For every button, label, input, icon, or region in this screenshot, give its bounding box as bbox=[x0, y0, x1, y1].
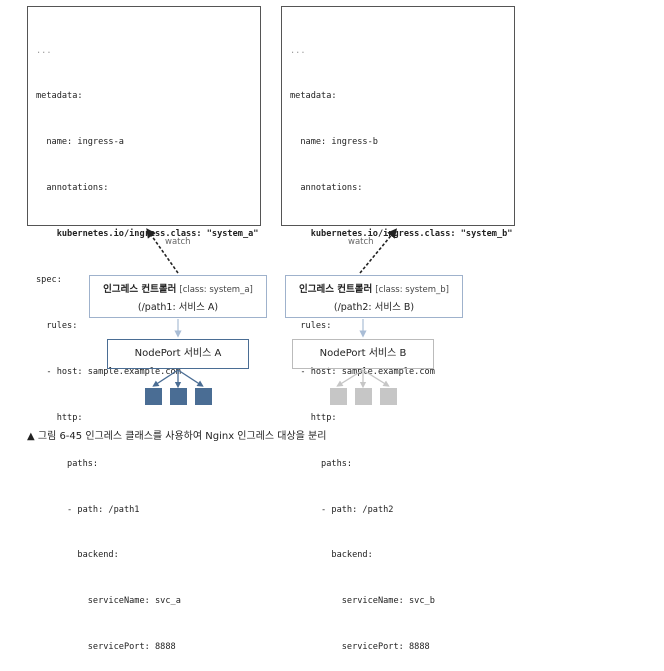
manifest-line: metadata: bbox=[290, 91, 337, 102]
watch-label-right: watch bbox=[348, 237, 374, 247]
nodeport-to-pod-a1 bbox=[152, 369, 179, 387]
manifest-line: ... bbox=[36, 45, 52, 56]
manifest-line: http: bbox=[36, 412, 83, 423]
watch-arrow-left bbox=[146, 228, 179, 274]
manifest-line: serviceName: svc_a bbox=[36, 596, 181, 607]
manifest-line: rules: bbox=[36, 320, 78, 331]
manifest-line: - path: /path2 bbox=[290, 504, 394, 515]
manifest-line-ingress-class: kubernetes.io/ingress.class: "system_a" bbox=[36, 229, 259, 240]
manifest-line: name: ingress-a bbox=[36, 137, 124, 148]
pod-a-1 bbox=[145, 388, 162, 405]
nodeport-to-pod-b3 bbox=[362, 369, 390, 387]
nodeport-service-b: NodePort 서비스 B bbox=[292, 339, 434, 369]
ingress-controller-b: 인그레스 컨트롤러 [class: system_b] (/path2: 서비스… bbox=[285, 275, 463, 318]
manifest-line: rules: bbox=[290, 320, 332, 331]
manifest-line: annotations: bbox=[36, 183, 109, 194]
controller-title-row: 인그레스 컨트롤러 [class: system_a] bbox=[90, 281, 266, 295]
manifest-line: - path: /path1 bbox=[36, 504, 140, 515]
manifest-line: backend: bbox=[290, 550, 373, 561]
figure-caption: ▲ 그림 6-45 인그레스 클래스를 사용하여 Nginx 인그레스 대상을 … bbox=[27, 431, 327, 442]
pod-b-1 bbox=[330, 388, 347, 405]
controller-title: 인그레스 컨트롤러 bbox=[299, 284, 373, 295]
manifest-line: ... bbox=[290, 45, 306, 56]
manifest-line: annotations: bbox=[290, 183, 363, 194]
controller-class-label: [class: system_b] bbox=[375, 285, 449, 295]
manifest-line: http: bbox=[290, 412, 337, 423]
controller-route: (/path1: 서비스 A) bbox=[137, 302, 219, 313]
watch-arrow-right bbox=[359, 228, 398, 274]
manifest-line: backend: bbox=[36, 550, 119, 561]
watch-label-left: watch bbox=[165, 237, 191, 247]
pod-b-2 bbox=[355, 388, 372, 405]
controller-title-row: 인그레스 컨트롤러 [class: system_b] bbox=[286, 281, 462, 295]
manifest-line: servicePort: 8888 bbox=[36, 642, 176, 653]
manifest-line: metadata: bbox=[36, 91, 83, 102]
controller-title: 인그레스 컨트롤러 bbox=[103, 284, 177, 295]
manifest-line: paths: bbox=[36, 458, 99, 469]
manifest-line: paths: bbox=[290, 458, 353, 469]
nodeport-to-pod-a3 bbox=[177, 369, 204, 387]
manifest-line: spec: bbox=[36, 275, 62, 286]
manifest-line: - host: sample.example.com bbox=[36, 366, 181, 377]
pod-a-3 bbox=[195, 388, 212, 405]
manifest-line-ingress-class: kubernetes.io/ingress.class: "system_b" bbox=[290, 229, 513, 240]
pod-b-3 bbox=[380, 388, 397, 405]
manifest-line: - host: sample.example.com bbox=[300, 366, 435, 377]
controller-class-label: [class: system_a] bbox=[179, 285, 253, 295]
manifest-line: serviceName: svc_b bbox=[290, 596, 435, 607]
ingress-controller-a: 인그레스 컨트롤러 [class: system_a] (/path1: 서비스… bbox=[89, 275, 267, 318]
nodeport-service-a: NodePort 서비스 A bbox=[107, 339, 249, 369]
nodeport-to-pod-b1 bbox=[336, 369, 364, 387]
manifest-line: name: ingress-b bbox=[290, 137, 378, 148]
manifest-line: servicePort: 8888 bbox=[290, 642, 430, 653]
connector-arrows bbox=[146, 228, 398, 389]
pod-a-2 bbox=[170, 388, 187, 405]
controller-route: (/path2: 서비스 B) bbox=[333, 302, 415, 313]
